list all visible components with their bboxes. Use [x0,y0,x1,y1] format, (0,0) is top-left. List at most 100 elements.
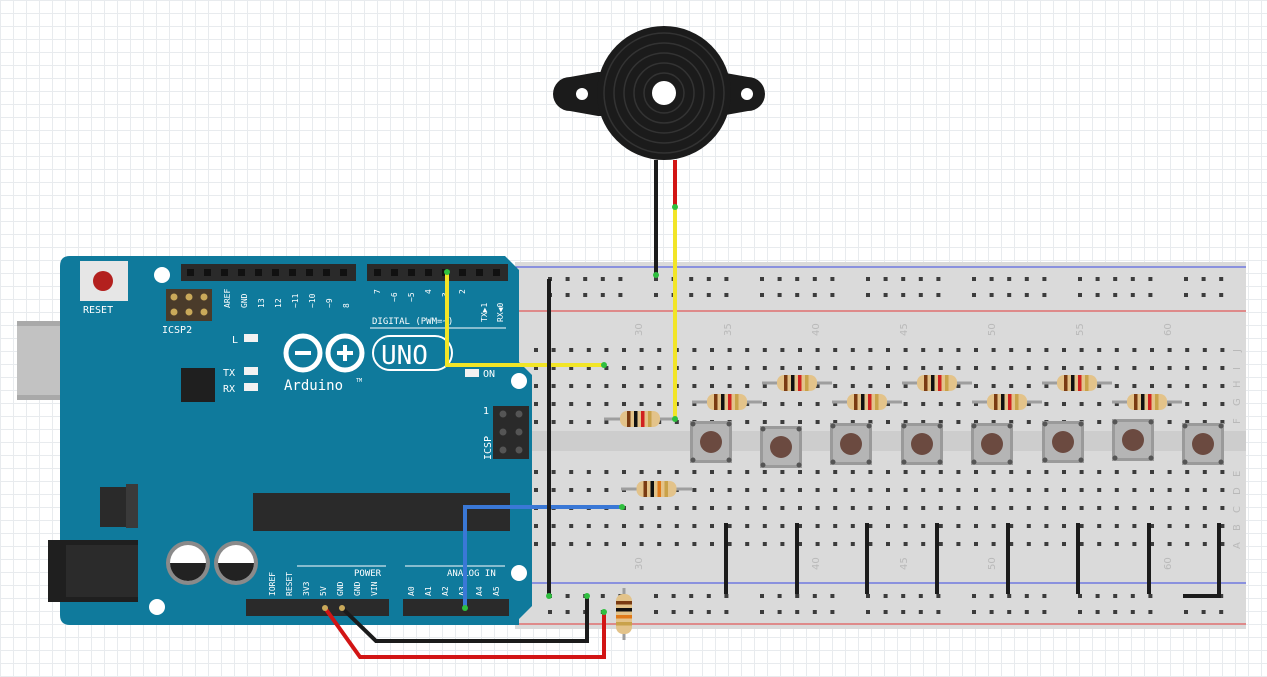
breadboard-hole [780,470,785,474]
black-wire-gnd [340,596,589,643]
rail-hole [760,277,764,281]
rail-hole [600,277,605,281]
breadboard-hole [710,366,714,370]
breadboard-hole [639,506,644,510]
arduino-uno-board[interactable]: RESET ICSP2 AREF GND 13 12 ~11 ~10 ~9 8 … [17,256,532,625]
resistor-band [735,394,739,410]
pin-label-9: ~9 [325,298,334,308]
breadboard-hole [692,348,697,352]
pushbutton[interactable] [971,423,1013,465]
rail-hole [760,610,764,614]
breadboard-hole [956,348,961,352]
power-label: POWER [354,569,382,579]
pushbutton[interactable] [760,426,802,468]
resistor-band [616,622,632,626]
breadboard-hole [1097,506,1102,510]
rail-hole [548,610,552,614]
breadboard-hole [534,366,538,370]
board-outline [60,256,532,625]
pin-label-13: 13 [257,298,266,308]
buzzer-ring [613,42,715,144]
breadboard-hole [657,348,662,352]
header-socket [238,269,245,276]
pushbutton-cap [911,433,933,455]
rail-hole [706,293,711,297]
breadboard-hole [534,348,538,352]
voltage-regulator [100,487,126,527]
rail-hole [901,277,906,281]
breadboard-hole [674,542,679,546]
breadboard-hole [833,542,838,546]
resistor-band [648,411,652,427]
breadboard-hole [1185,524,1190,528]
resistor-band [1078,375,1082,391]
breadboard-hole [1185,488,1190,492]
breadboard-hole [991,366,996,370]
breadboard-hole [1167,366,1172,370]
resistor-band [798,375,802,391]
breadboard-hole [622,542,626,546]
breadboard-hole [1044,524,1049,528]
rail-hole [583,277,588,281]
breadboard-hole [833,470,838,474]
header-socket [255,269,262,276]
column-number-top: 35 [723,323,734,336]
breadboard-hole [1026,348,1031,352]
breadboard-hole [762,506,767,510]
resistor-band [1008,394,1012,410]
resistor-band [805,375,809,391]
breadboard-hole [780,348,785,352]
pushbutton-corner [901,459,907,465]
pin-label-10: ~10 [308,293,317,308]
breadboard-hole [991,506,996,510]
breadboard-hole [815,488,820,492]
breadboard-hole [903,366,908,370]
breadboard-hole [815,384,820,388]
breadboard-hole [1026,488,1031,492]
row-letter: J [1232,349,1243,353]
breadboard-hole [938,402,943,406]
rail-hole [883,594,888,598]
pushbutton[interactable] [1182,423,1224,465]
breadboard-hole [1097,402,1102,406]
wires [323,160,1221,659]
resistor-band [728,394,732,410]
breadboard-hole [798,506,802,510]
pushbutton[interactable] [901,423,943,465]
breadboard-hole [1079,506,1084,510]
pushbutton-corner [690,457,696,463]
reset-button[interactable] [93,271,113,291]
rail-hole [1042,594,1047,598]
breadboard-hole [780,488,785,492]
pushbutton-corner [937,459,943,465]
breadboard-hole [745,524,750,528]
rail-hole [1219,277,1224,281]
pushbutton[interactable] [830,423,872,465]
mount-hole [511,373,527,389]
column-number-bottom: 50 [987,557,998,570]
piezo-buzzer[interactable] [553,26,765,160]
rail-hole [618,277,623,281]
pushbutton[interactable] [1042,421,1084,463]
breadboard-hole [745,470,750,474]
breadboard-hole [1044,506,1049,510]
breadboard-hole [1044,542,1049,546]
trademark: TM [356,378,362,384]
icsp-pin1-label: 1 [483,406,489,417]
breadboard-hole [586,402,591,406]
wire-endpoints [322,204,678,615]
breadboard-hole [833,384,838,388]
breadboard-hole [1185,402,1190,406]
breadboard-hole [921,402,926,406]
pushbutton[interactable] [690,421,732,463]
pushbuttons[interactable] [690,419,1224,468]
breadboard-hole [710,470,714,474]
pushbutton[interactable] [1112,419,1154,461]
breadboard-hole [974,542,978,546]
breadboard-hole [551,524,556,528]
pin-label-7: 7 [373,289,382,294]
uno-badge [372,335,453,371]
rail-hole [1184,277,1188,281]
rail-hole [812,277,817,281]
pushbutton-corner [1042,421,1048,427]
